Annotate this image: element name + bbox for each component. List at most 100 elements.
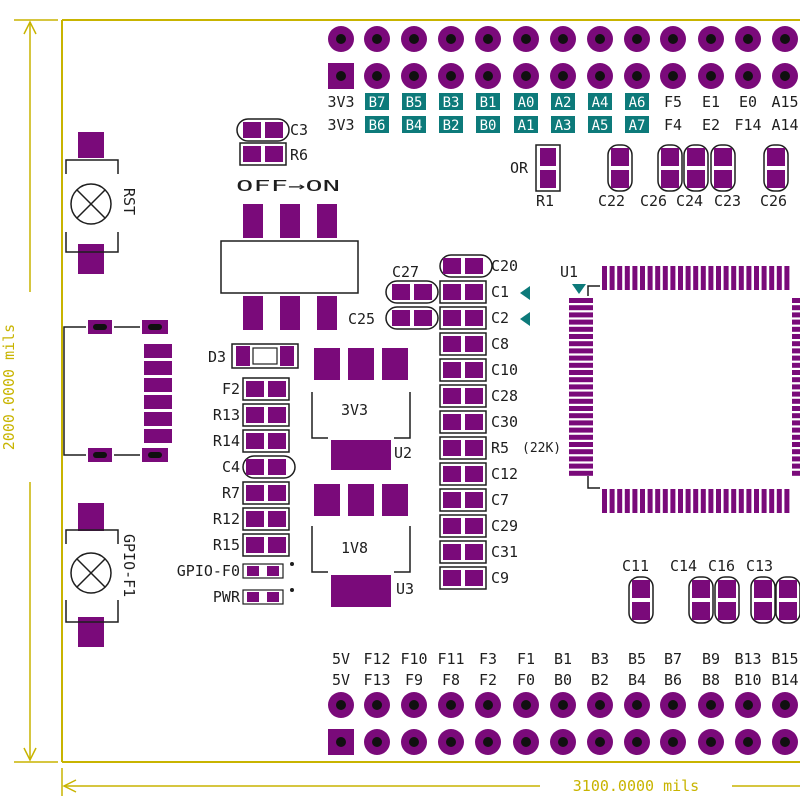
header-bottom-pin-label: F11 [437,650,464,668]
c14-label: C14 [670,557,697,575]
header-bottom-pin-label: B15 [771,650,798,668]
c4-passive-pad [268,459,286,475]
header-top-pin-label: A0 [518,95,535,111]
bottom-cap-outline [628,576,654,624]
f2-label: F2 [222,380,240,398]
bottom-cap-outline [714,576,740,624]
header-top-drill-hole [372,34,382,44]
header-top-pins [328,26,798,89]
header-bottom-pin-label: B3 [591,650,609,668]
top-cap-pad [611,170,629,188]
u1-pin-left [569,449,593,455]
r12-label: R12 [213,510,240,528]
u1-pin-top [647,266,653,290]
header-bottom-drill-hole [668,700,678,710]
u1-pin-left [569,413,593,419]
u1-pin-left [569,334,593,339]
u1-pin-right [792,298,800,303]
u1-pin-bottom [617,489,623,513]
r7-label: R7 [222,484,240,502]
u1-pin-top [723,266,729,290]
header-bottom-drill-hole [558,737,568,747]
header-bottom-drill-hole [595,700,605,710]
header-bottom-pin-label: B10 [734,671,761,689]
header-top-label-highlight [514,93,538,110]
top-cap-pad [687,170,705,188]
gpio-button-footprint [65,503,119,647]
r15-passive-outline [242,533,290,557]
u1-pin-top [761,266,767,290]
header-top-drill-hole [632,34,642,44]
header-bottom-drill-hole [706,700,716,710]
header-top-label-highlight [625,93,649,110]
u1-pin-top [685,266,691,290]
power-switch-footprint [220,204,359,330]
u1-pin-top [617,266,623,290]
u1-pin-top [640,266,645,290]
u1-pin-left [569,341,593,347]
u1-pin-top [693,266,699,290]
gpio-f1-label: GPIO-F1 [120,534,138,597]
header-top-pin-label: A5 [592,118,609,134]
header-bottom-pin-label: B9 [702,650,720,668]
header-top-pin-label: A14 [771,116,798,134]
header-top-pin-label: B5 [406,95,423,111]
header-top-label-highlight [551,116,575,133]
header-top-drill-hole [336,71,346,81]
c3-label: C3 [290,121,308,139]
r14-passive-outline [242,429,290,453]
r1-footprint [535,144,561,192]
header-bottom-drill-hole [780,700,790,710]
r14-label: R14 [213,432,240,450]
u1-pin-bottom [731,489,737,513]
f2-passive-pad [268,381,286,397]
header-top-drill-hole [632,71,642,81]
header-top-pin-label: B1 [480,95,497,111]
bottom-cap-pad [632,580,650,598]
u1-pin-bottom [769,489,775,513]
c1-passive-pad [443,284,461,300]
u1-pin-left [569,298,593,303]
c8-passive-pad [465,336,483,352]
u2-regulator-footprint [311,348,411,470]
u1-label: U1 [560,263,578,281]
header-top-drill-hole [409,71,419,81]
bottom-cap-pad [754,580,772,598]
header-top-drill-hole [780,71,790,81]
header-bottom-pin-label: 5V [332,650,350,668]
header-top-drill-hole [668,34,678,44]
header-top-label-highlight [439,93,463,110]
header-top-pin-label: B0 [480,118,497,134]
r1-label: R1 [536,192,554,210]
u1-pin-bottom [761,489,767,513]
led-polarity-dot [290,562,294,566]
bottom-cap-pad [718,602,736,620]
c10-passive-pad [465,362,483,378]
header-top-drill-hole [780,34,790,44]
r15-label: R15 [213,536,240,554]
u1-pin-left [569,384,593,390]
header-bottom-drill-hole [780,737,790,747]
u1-pin-left [569,348,593,354]
u1-pin-top [670,266,676,290]
header-top-pin-label: A7 [629,118,646,134]
u1-pin-right [792,406,800,411]
u1-pin-bottom [746,489,752,513]
u1-pin-right [792,319,800,325]
header-bottom-pin-label: F8 [442,671,460,689]
c12-passive-outline [439,462,487,486]
c11-label: C11 [622,557,649,575]
c3-footprint [236,118,290,142]
u1-pin-right [792,470,800,476]
gpio-f0-label: GPIO-F0 [177,562,240,580]
header-top-pin-label: B3 [443,95,460,111]
bottom-cap-pad [754,602,772,620]
header-top-drill-hole [743,34,753,44]
u1-pin-left [569,326,593,332]
u1-pin-left [569,319,593,325]
u1-pin-bottom [685,489,691,513]
header-bottom-drill-hole [372,700,382,710]
u1-pin-top [700,266,706,290]
u1-pin-right [792,398,800,404]
header-top-drill-hole [521,34,531,44]
